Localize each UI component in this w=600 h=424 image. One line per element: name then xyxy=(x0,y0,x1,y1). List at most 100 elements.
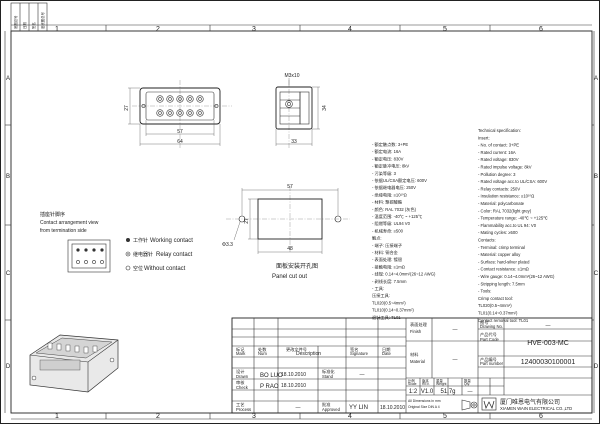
spec-cn-line: - 端子: 压接端子 xyxy=(372,242,402,249)
side-height-dimension: 34 xyxy=(322,105,328,111)
revision-block xyxy=(10,2,48,32)
spec-en-line: Technical specification: xyxy=(478,128,521,133)
spec-cn-line: - 额定脉冲电压: 8kV xyxy=(372,163,409,170)
description-header-en: Description xyxy=(296,351,321,357)
stand-label-en: Stand xyxy=(322,374,334,379)
finish-label-en: Finish xyxy=(410,329,422,334)
front-view xyxy=(128,80,232,148)
row-label-left: B xyxy=(6,174,10,180)
col-label-top: 3 xyxy=(252,26,256,33)
side-view xyxy=(275,78,320,148)
spec-en-line: - Mating cycles: ≥500 xyxy=(478,230,518,235)
legend-working-cn: 工作针 xyxy=(133,237,148,244)
spec-cn-line: - 表面处理: 镀银 xyxy=(372,256,403,263)
spec-en-line: - Rated impulse voltage: 8kV xyxy=(478,165,532,170)
row-label-right: A xyxy=(594,76,598,82)
spec-cn-line: TL020(0.5~4mm²) xyxy=(372,300,406,305)
spec-en-line: - Terminal: crimp terminal xyxy=(478,245,525,250)
title-block xyxy=(231,317,593,414)
mark-header-cn: 标记 xyxy=(236,346,245,353)
col-label-bottom: 2 xyxy=(156,413,160,420)
cutout-height-dimension: 27 xyxy=(244,218,250,224)
spec-list-cn: - 额定触点数: 3+PE - 额定电流: 16A - 额定电压: 830V -… xyxy=(372,141,436,321)
side-width-dimension: 33 xyxy=(291,139,297,145)
stand-label-cn: 标准化 xyxy=(322,368,335,375)
col-label-bottom: 4 xyxy=(348,413,352,420)
part-number-label-cn: 产品编号 xyxy=(480,356,497,363)
qty-label-cn: 数量 xyxy=(464,378,471,383)
row-label-right: B xyxy=(594,174,598,180)
cutout-hole-dimension: Φ3.3 xyxy=(222,242,233,248)
connector-isometric-illustration xyxy=(29,334,119,393)
spec-list-en: Technical specification: Insert: - No. o… xyxy=(478,128,555,323)
legend-relay-cn: 继电器针 xyxy=(133,251,153,258)
rev-label-cn: 版本 xyxy=(422,378,429,383)
spec-en-line: - Color: RAL 7032(light grey) xyxy=(478,208,532,213)
company-name-en: XIAMEN WAIN ELECTRICAL CO.,LTD xyxy=(500,406,572,411)
process-label-cn: 工艺 xyxy=(236,402,244,407)
spec-en-line: Crimp contact tool: xyxy=(478,296,513,301)
company-logo-icon xyxy=(481,397,497,411)
approved-date: 18.10.2010 xyxy=(380,405,405,411)
spec-en-line: - Stripping length: 7.5mm xyxy=(478,281,525,286)
part-number-value: 12400030100001 xyxy=(521,359,576,366)
spec-en-line: Contact removal tool: TL01 xyxy=(478,318,529,323)
spec-cn-line: - 污染等级: 3 xyxy=(372,170,397,177)
row-label-right: C xyxy=(594,271,599,277)
qty-value: — xyxy=(468,389,473,395)
spec-en-line: - No. of contact: 3+PE xyxy=(478,143,519,148)
part-number-label-en: Part number xyxy=(480,361,504,366)
rev-label-en: REV. xyxy=(422,382,430,386)
spec-cn-line: 触点: xyxy=(372,235,382,242)
spec-cn-line: - 颜色: RAL 7032 (灰色) xyxy=(372,206,417,213)
material-value: — xyxy=(453,357,458,363)
front-height-dimension: 27 xyxy=(124,105,130,111)
drawing-no-value: — xyxy=(546,323,551,329)
spec-cn-line: - 依据UL/CSA额定电压: 600V xyxy=(372,177,427,184)
spec-en-line: - Insulation resistance: ≥10¹⁰Ω xyxy=(478,194,534,199)
stand-value: — xyxy=(360,372,365,378)
cutout-width-top-dimension: 57 xyxy=(287,184,293,190)
spec-en-line: - Relay contacts: 250V xyxy=(478,186,520,191)
front-contact-grid xyxy=(156,95,204,117)
weight-value: 51.7g xyxy=(440,389,455,395)
front-outer-width-dimension: 64 xyxy=(177,139,183,145)
approved-label-cn: 批准 xyxy=(322,401,330,408)
spec-en-line: - Material: copper alloy xyxy=(478,252,521,257)
col-label-bottom: 5 xyxy=(443,413,447,420)
thread-callout: M3x10 xyxy=(284,73,299,79)
drawn-label-cn: 设计 xyxy=(236,368,244,375)
spec-en-line: - Temperature range: -40℃ ~ +125℃ xyxy=(478,216,548,221)
spec-en-line: - Surface: hard-silver plated xyxy=(478,259,530,264)
approved-label-en: Approved xyxy=(322,407,341,412)
scale-value: 1:2 xyxy=(409,389,418,395)
process-label-en: Process xyxy=(236,407,251,412)
projection-symbol-icon xyxy=(461,399,478,411)
signature-header-cn: 签名 xyxy=(350,346,358,353)
spec-cn-line: - 工具: xyxy=(372,286,384,292)
panel-cutout-drawing xyxy=(226,186,350,254)
legend-empty-cn: 空位 xyxy=(133,265,143,272)
original-size-note: Original Size DIN A 4 xyxy=(408,405,440,409)
contact-arrangement-diagram xyxy=(67,239,111,273)
scale-label-cn: 比例 xyxy=(408,378,415,383)
finish-value: — xyxy=(453,327,458,333)
spec-en-line: TL020(0.5~4mm²) xyxy=(478,303,512,308)
cutout-width-bottom-dimension: 48 xyxy=(287,246,293,252)
weight-label-en: Weight xyxy=(436,382,447,386)
spec-en-line: - Rated voltage acc.to UL/CSA: 600V xyxy=(478,179,547,184)
col-label-top: 1 xyxy=(55,26,59,33)
spec-cn-line: - 额定电压: 830V xyxy=(372,155,404,162)
drawn-label-en: Drawn xyxy=(236,374,249,379)
revision-block-sign: 签名 xyxy=(31,22,36,29)
company-name-cn: 厦门唯恩电气有限公司 xyxy=(500,398,560,406)
spec-en-line: - Flammability acc.to UL 94: V0 xyxy=(478,223,537,228)
col-label-top: 5 xyxy=(443,26,447,33)
revision-block-label: 底图总号 xyxy=(13,15,18,29)
drawing-no-label-cn: 图号 xyxy=(480,320,488,326)
col-label-bottom: 3 xyxy=(252,413,256,420)
spec-cn-line: - 机械寿命: ≥500 xyxy=(372,227,404,234)
material-label-en: Material xyxy=(410,359,425,364)
spec-cn-line: - 阻燃等级: UL94 V0 xyxy=(372,220,411,227)
